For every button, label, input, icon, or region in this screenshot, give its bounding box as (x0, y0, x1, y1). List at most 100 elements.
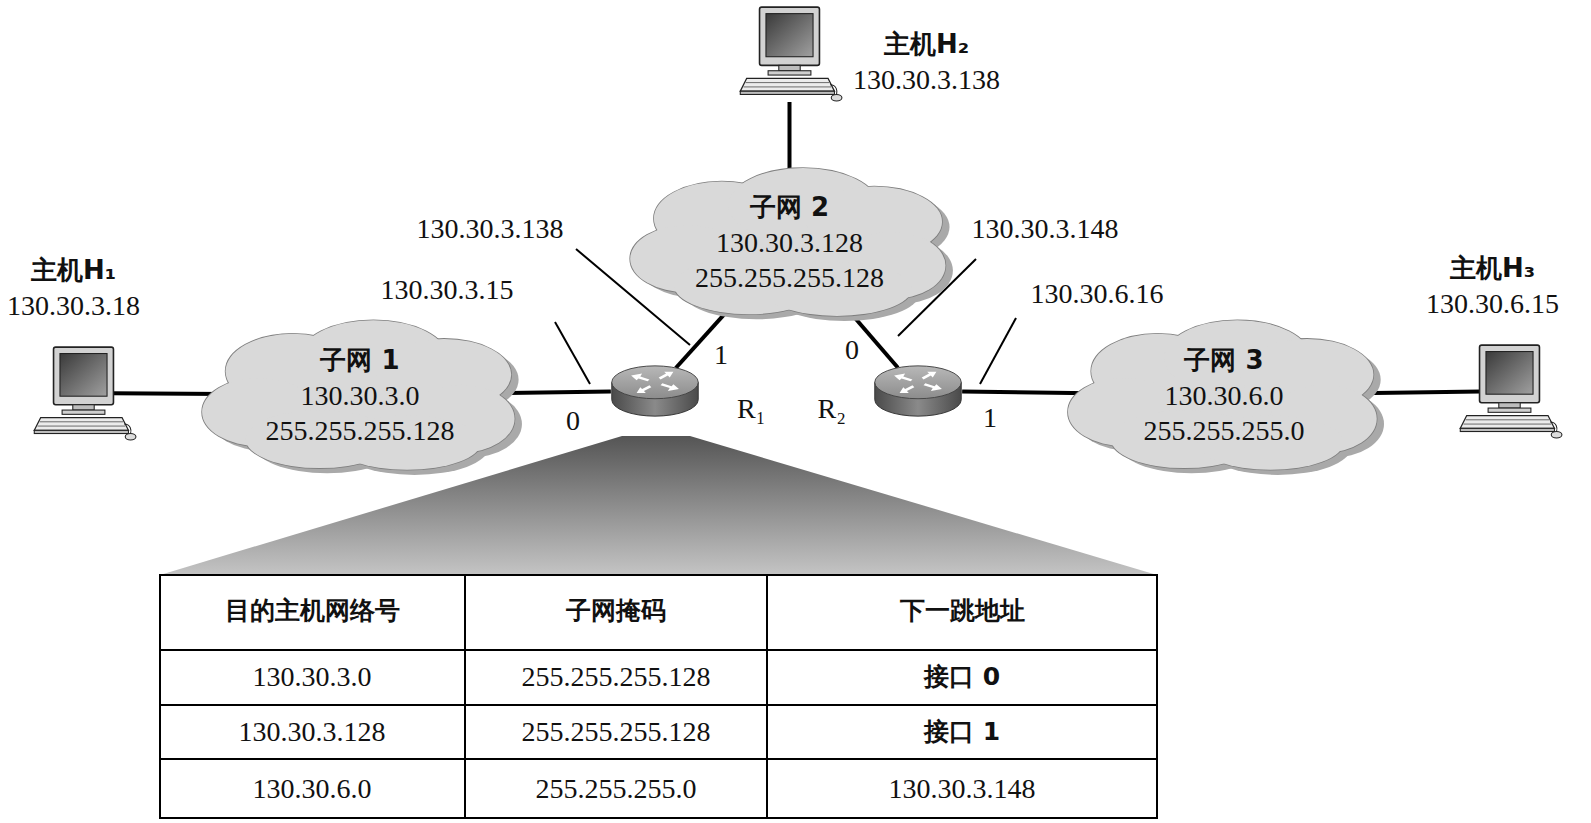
keyboard-row (1463, 424, 1551, 425)
ip-text: 130.30.3.0 (301, 378, 420, 413)
host-shape (1456, 343, 1563, 439)
ip-text: 130.30.3.138 (853, 62, 1000, 97)
table-cell: 255.255.255.0 (536, 772, 697, 806)
interface-number: 0 (845, 333, 859, 367)
subnet-cloud: 子网 2130.30.3.128255.255.255.128 (620, 158, 959, 326)
router-icon: R₂ (872, 362, 964, 420)
mouse (1551, 432, 1562, 438)
table-header: 子网掩码 (566, 594, 666, 628)
interface-number: 1 (714, 338, 728, 372)
cloud-outline (1068, 320, 1377, 470)
mouse-cord (1550, 422, 1557, 432)
interface-number: 0 (566, 404, 580, 438)
node-name: R₁ (737, 391, 765, 426)
table-rule (160, 704, 1157, 706)
router-arrow (637, 385, 652, 393)
subnet-cloud: 子网 1130.30.3.0255.255.255.128 (192, 310, 528, 480)
table-cell: 接口 0 (924, 660, 1000, 694)
leader-line (980, 318, 1016, 384)
table-rule (160, 649, 1157, 651)
keyboard-row (37, 426, 125, 427)
ip-text: 130.30.6.0 (1165, 378, 1284, 413)
ip-text: 255.255.255.128 (695, 260, 884, 295)
table-cell: 130.30.6.0 (253, 772, 372, 806)
interface-address: 130.30.3.148 (972, 212, 1119, 246)
monitor-stand (1499, 403, 1520, 408)
router-shape (609, 362, 701, 420)
monitor-stand (779, 65, 800, 70)
keyboard (1460, 416, 1554, 429)
table-rule (464, 575, 466, 818)
router-arrow (922, 372, 937, 380)
router-arrow (661, 383, 679, 391)
node-name: R₂ (818, 391, 846, 426)
interface-address: 130.30.3.138 (417, 212, 564, 246)
keyboard-front (740, 91, 834, 94)
table-header: 下一跳地址 (900, 594, 1025, 628)
host-shape (30, 345, 137, 441)
router-icon: R₁ (609, 362, 701, 420)
keyboard-row (40, 421, 123, 422)
subnet-text: 子网 3130.30.6.0255.255.255.0 (1058, 310, 1390, 480)
keyboard-front (1460, 428, 1554, 431)
monitor-stand (73, 405, 94, 410)
subnet-text: 子网 1130.30.3.0255.255.255.128 (192, 310, 528, 480)
routing-table-frame (160, 575, 1157, 818)
host-shape (736, 5, 843, 102)
router-arrow (924, 383, 942, 391)
table-header: 目的主机网络号 (225, 594, 400, 628)
keyboard (740, 78, 834, 91)
node-label: 主机H₁130.30.3.18 (7, 253, 140, 323)
node-label: R₂ (818, 391, 846, 426)
node-name: 子网 2 (750, 190, 829, 225)
mouse-cord (830, 85, 837, 95)
table-cell: 130.30.3.0 (253, 660, 372, 694)
router-shape (872, 362, 964, 420)
ip-text: 130.30.3.128 (716, 225, 863, 260)
interface-number: 1 (983, 401, 997, 435)
router-top (875, 366, 961, 399)
node-name: 子网 3 (1184, 343, 1263, 378)
node-label: 主机H₃130.30.6.15 (1426, 251, 1559, 321)
leader-line (555, 322, 590, 384)
router-arrow (894, 374, 912, 382)
table-cell: 255.255.255.128 (522, 715, 711, 749)
keyboard-row (1466, 419, 1549, 420)
interface-address: 130.30.3.15 (381, 273, 514, 307)
keyboard-front (34, 430, 128, 433)
host-computer: 主机H₃130.30.6.15 (1456, 343, 1563, 439)
table-rule (160, 758, 1157, 760)
table-cell: 255.255.255.128 (522, 660, 711, 694)
table-cell: 接口 1 (924, 715, 1000, 749)
ip-text: 130.30.3.18 (7, 288, 140, 323)
keyboard (34, 418, 128, 431)
ip-text: 130.30.6.15 (1426, 286, 1559, 321)
node-name: 主机H₂ (853, 27, 1000, 62)
table-rule (766, 575, 768, 818)
monitor-screen (766, 14, 813, 57)
monitor-case (760, 7, 820, 65)
subnet-text: 子网 2130.30.3.128255.255.255.128 (620, 158, 959, 326)
router-top (612, 366, 698, 399)
table-cell: 130.30.3.148 (889, 772, 1036, 806)
node-name: 主机H₃ (1426, 251, 1559, 286)
mouse (831, 94, 842, 100)
router-arrow (900, 385, 915, 393)
monitor-screen (1486, 352, 1533, 395)
ip-text: 255.255.255.128 (266, 413, 455, 448)
table-cell: 130.30.3.128 (239, 715, 386, 749)
monitor-base (768, 71, 811, 75)
host-computer: 主机H₁130.30.3.18 (30, 345, 137, 441)
cloud-fill (1068, 320, 1377, 470)
router-arrow (659, 372, 674, 380)
keyboard-row (743, 86, 831, 87)
keyboard-row (746, 82, 829, 83)
monitor-base (62, 410, 105, 414)
monitor-screen (60, 354, 107, 397)
monitor-case (1480, 345, 1540, 403)
monitor-case (54, 347, 114, 405)
cloud-fill (630, 168, 945, 316)
cloud-outline (202, 320, 514, 470)
mouse (125, 434, 136, 440)
router-arrow (631, 374, 649, 382)
